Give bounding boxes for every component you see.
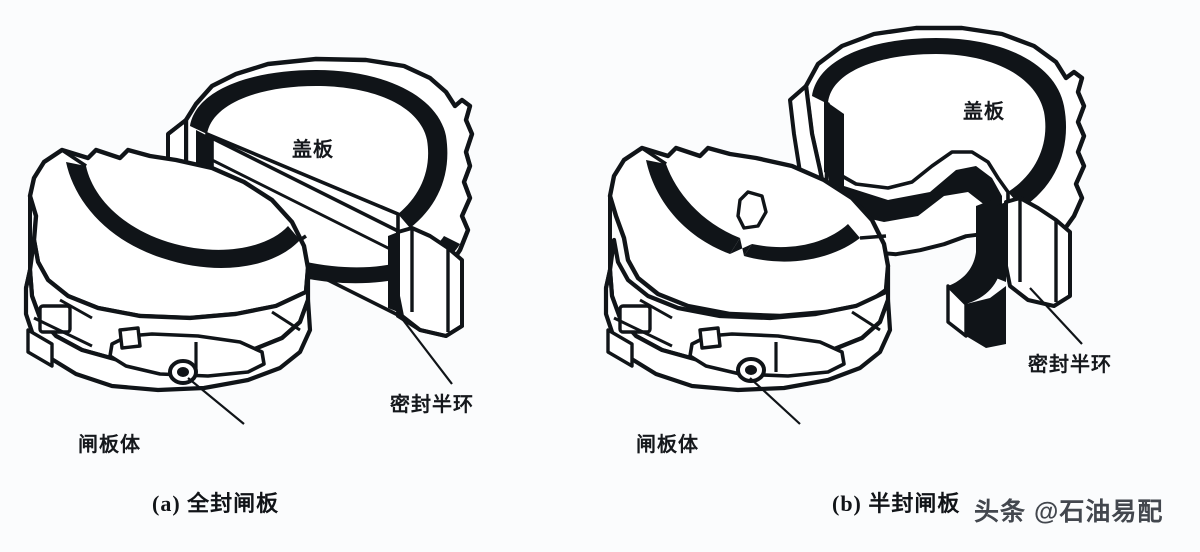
seal-stem-b <box>966 286 1006 348</box>
leader-line-body-a <box>187 377 245 425</box>
label-seal-half-ring-b: 密封半环 <box>1028 354 1112 376</box>
ram-body-left-tab-a <box>26 328 54 368</box>
seal-notch-band-b <box>828 110 1002 230</box>
ram-body-rail2-a <box>59 298 93 320</box>
retaining-pin-inner-a <box>177 367 189 377</box>
cover-plate-right-serration-b <box>1072 70 1086 217</box>
ram-body-rail3-b <box>851 310 881 332</box>
panel-a-full-seal-ram <box>23 56 475 425</box>
ram-body-center-notch-b <box>736 190 768 230</box>
ram-body-seal-arc-a <box>66 162 300 269</box>
cover-plate-right-serration-a <box>458 98 474 251</box>
seal-ring-upper-band-b <box>812 38 1067 208</box>
label-seal-half-ring-a: 密封半环 <box>390 394 474 416</box>
ram-body-rail2-b <box>639 298 673 320</box>
ram-seal-arc-start-a <box>61 148 87 168</box>
cover-plate-right-boss-b <box>1004 196 1072 308</box>
ram-body-seal-notch-b <box>730 238 752 256</box>
cover-plate-left-edge-b <box>788 84 808 102</box>
label-ram-body-a: 闸板体 <box>78 434 141 456</box>
right-boss-bottom-a <box>396 296 464 339</box>
ram-seal-arc-start-b <box>641 146 667 166</box>
panel-b-half-seal-ram <box>603 25 1087 425</box>
leader-line-seal-a <box>399 315 453 385</box>
ram-body-left-edge-b <box>604 196 612 314</box>
panel-a-ram-body <box>23 147 313 393</box>
ram-body-seal-arc-right-b <box>744 224 860 262</box>
ram-seal-arc-end-a <box>299 234 307 242</box>
label-ram-body-b: 闸板体 <box>636 434 699 456</box>
panel-b-cover-plate <box>788 25 1087 348</box>
ram-body-seal-arc-left-b <box>646 160 740 254</box>
watermark-handle: 头条 @石油易配 <box>974 498 1164 526</box>
seal-ring-upper-band-a <box>190 70 448 228</box>
leader-line-seal-b <box>1029 287 1083 345</box>
label-cover-plate-b: 盖板 <box>963 101 1005 123</box>
ram-seal-arc-end-b <box>859 234 887 240</box>
panel-b-ram-body <box>603 145 893 393</box>
seal-lobe-right-b <box>948 196 1002 304</box>
ram-body-rail1-a <box>33 316 93 348</box>
ram-body-kidney-slot-b <box>688 332 846 378</box>
cover-plate-left-edge-a <box>166 118 188 136</box>
ram-body-rail1-b <box>613 316 673 348</box>
cover-plate-slab-crease-a <box>211 158 401 256</box>
leader-line-body-b <box>749 377 801 425</box>
ram-body-lug-b <box>698 326 722 350</box>
label-cover-plate-a: 盖板 <box>292 139 334 161</box>
seal-strip-right-a <box>388 232 398 312</box>
seal-strip-right-b <box>996 202 1006 282</box>
retaining-pin-inner-b <box>745 365 757 375</box>
caption-panel-b: (b) 半封闸板 <box>832 491 961 516</box>
ram-body-left-edge-a <box>24 196 32 314</box>
caption-panel-a: (a) 全封闸板 <box>152 491 280 516</box>
ram-body-rail3-a <box>271 310 301 332</box>
ram-body-lug-a <box>118 326 142 350</box>
ram-body-top-face-b <box>607 145 891 319</box>
ram-body-left-tab-b <box>606 328 634 368</box>
ram-body-kidney-slot-a <box>108 332 266 378</box>
